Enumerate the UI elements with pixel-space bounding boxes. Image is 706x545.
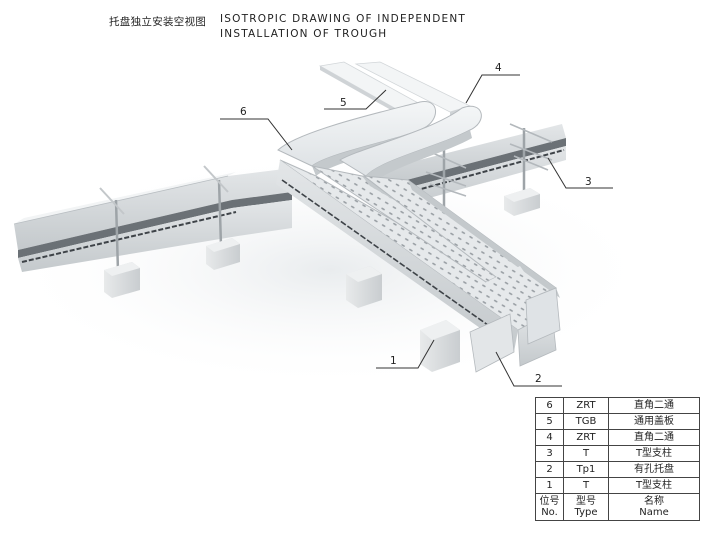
header-type-en: Type bbox=[574, 507, 598, 518]
cell-no: 3 bbox=[535, 445, 564, 462]
header-name: 名称 Name bbox=[608, 493, 700, 521]
table-header-row: 位号 No. 型号 Type 名称 Name bbox=[535, 493, 700, 521]
cell-type: ZRT bbox=[563, 429, 609, 446]
callout-4-label: 4 bbox=[495, 62, 502, 74]
callout-3-label: 3 bbox=[585, 176, 592, 188]
callout-2: 2 bbox=[495, 351, 562, 387]
cell-type: Tp1 bbox=[563, 461, 609, 478]
cell-name: 有孔托盘 bbox=[608, 461, 700, 478]
cell-no: 2 bbox=[535, 461, 564, 478]
header-name-en: Name bbox=[639, 507, 669, 518]
center-support-b bbox=[420, 320, 460, 372]
perforated-trays bbox=[276, 159, 561, 373]
callout-6-label: 6 bbox=[240, 106, 247, 118]
cell-name: T型支柱 bbox=[608, 477, 700, 494]
cell-no: 4 bbox=[535, 429, 564, 446]
title-english-line2: INSTALLATION OF TROUGH bbox=[220, 28, 388, 40]
callout-1: 1 bbox=[376, 339, 435, 369]
header-name-cn: 名称 bbox=[644, 496, 664, 507]
callout-6: 6 bbox=[220, 106, 293, 151]
left-support-b bbox=[203, 165, 240, 270]
cell-name: 通用盖板 bbox=[608, 413, 700, 430]
table-row: 3 T T型支柱 bbox=[535, 445, 700, 462]
callout-2-label: 2 bbox=[535, 373, 542, 385]
title-chinese: 托盘独立安装空视图 bbox=[109, 16, 207, 28]
table-row: 2 Tp1 有孔托盘 bbox=[535, 461, 700, 478]
table-row: 4 ZRT 直角二通 bbox=[535, 429, 700, 446]
cell-no: 6 bbox=[535, 397, 564, 414]
table-row: 1 T T型支柱 bbox=[535, 477, 700, 494]
title-english-line1: ISOTROPIC DRAWING OF INDEPENDENT bbox=[220, 13, 466, 25]
callout-4: 4 bbox=[465, 62, 520, 104]
cell-type: TGB bbox=[563, 413, 609, 430]
left-support-a bbox=[99, 187, 140, 298]
cell-no: 5 bbox=[535, 413, 564, 430]
parts-table: 6 ZRT 直角二通 5 TGB 通用盖板 4 ZRT 直角二通 3 T T型支… bbox=[535, 397, 700, 521]
header-type: 型号 Type bbox=[563, 493, 609, 521]
callout-1-label: 1 bbox=[390, 355, 397, 367]
left-tray-run bbox=[13, 168, 292, 272]
table-row: 6 ZRT 直角二通 bbox=[535, 397, 700, 414]
cell-type: T bbox=[563, 477, 609, 494]
title-english: ISOTROPIC DRAWING OF INDEPENDENT INSTALL… bbox=[220, 12, 466, 42]
header-no: 位号 No. bbox=[535, 493, 564, 521]
cell-name: 直角二通 bbox=[608, 429, 700, 446]
cell-type: T bbox=[563, 445, 609, 462]
cell-type: ZRT bbox=[563, 397, 609, 414]
elbow-bends bbox=[277, 101, 482, 186]
cell-no: 1 bbox=[535, 477, 564, 494]
callout-5: 5 bbox=[324, 89, 387, 110]
right-tray-run bbox=[380, 124, 566, 210]
header-no-en: No. bbox=[541, 507, 558, 518]
header-type-cn: 型号 bbox=[576, 496, 596, 507]
callout-3: 3 bbox=[547, 157, 613, 189]
center-support-a bbox=[346, 266, 382, 308]
header-no-cn: 位号 bbox=[539, 496, 560, 507]
right-support-b bbox=[504, 123, 553, 216]
cell-name: T型支柱 bbox=[608, 445, 700, 462]
cell-name: 直角二通 bbox=[608, 397, 700, 414]
table-row: 5 TGB 通用盖板 bbox=[535, 413, 700, 430]
callout-5-label: 5 bbox=[340, 97, 347, 109]
